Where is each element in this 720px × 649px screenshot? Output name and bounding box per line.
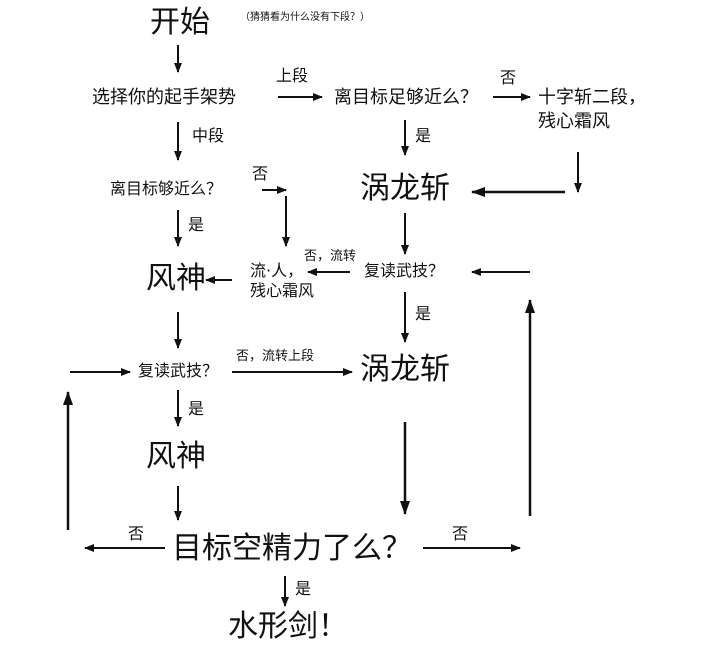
liu-line1: 流·人，: [250, 261, 304, 280]
cross-slash-line2: 残心霜风: [538, 110, 610, 132]
water-sword-node: 水形剑！: [228, 609, 348, 644]
cross-slash-node: 十字斩二段， 残心霜风: [538, 87, 646, 132]
repeat1-yes-label: 是: [415, 304, 432, 323]
stamina-check-node: 目标空精力了么？: [172, 531, 412, 566]
whirl-dragon-node-1: 涡龙斩: [360, 171, 450, 206]
near-upper-yes-label: 是: [415, 126, 432, 145]
middle-label: 中段: [192, 126, 225, 145]
stamina-yes-label: 是: [295, 579, 312, 598]
near-upper-no-label: 否: [500, 68, 517, 87]
choose-stance-node: 选择你的起手架势: [92, 87, 236, 108]
liu-line2: 残心霜风: [250, 281, 315, 301]
upper-label: 上段: [276, 66, 309, 85]
fengshen-node-2: 风神: [146, 439, 206, 474]
repeat1-no-label: 否，流转: [304, 249, 357, 264]
repeat2-no-label: 否，流转上段: [236, 349, 315, 364]
cross-slash-line1: 十字斩二段，: [538, 87, 646, 108]
repeat-skill-node-2: 复读武技？: [138, 361, 219, 380]
fengshen-node-1: 风神: [146, 261, 206, 296]
start-node: 开始: [150, 5, 210, 40]
repeat-skill-node-1: 复读武技？: [364, 261, 445, 280]
stamina-no-right-label: 否: [452, 524, 469, 543]
repeat2-yes-label: 是: [188, 399, 205, 418]
liu-node: 流·人， 残心霜风: [250, 261, 315, 301]
stamina-no-left-label: 否: [128, 524, 145, 543]
near-mid-yes-label: 是: [188, 215, 205, 234]
near-mid-node: 离目标够近么？: [110, 179, 223, 198]
hint-note: （猜猜看为什么没有下段？）: [240, 12, 370, 23]
near-upper-node: 离目标足够近么？: [334, 87, 478, 108]
near-mid-no-label: 否: [252, 164, 269, 183]
whirl-dragon-node-2: 涡龙斩: [360, 352, 450, 387]
